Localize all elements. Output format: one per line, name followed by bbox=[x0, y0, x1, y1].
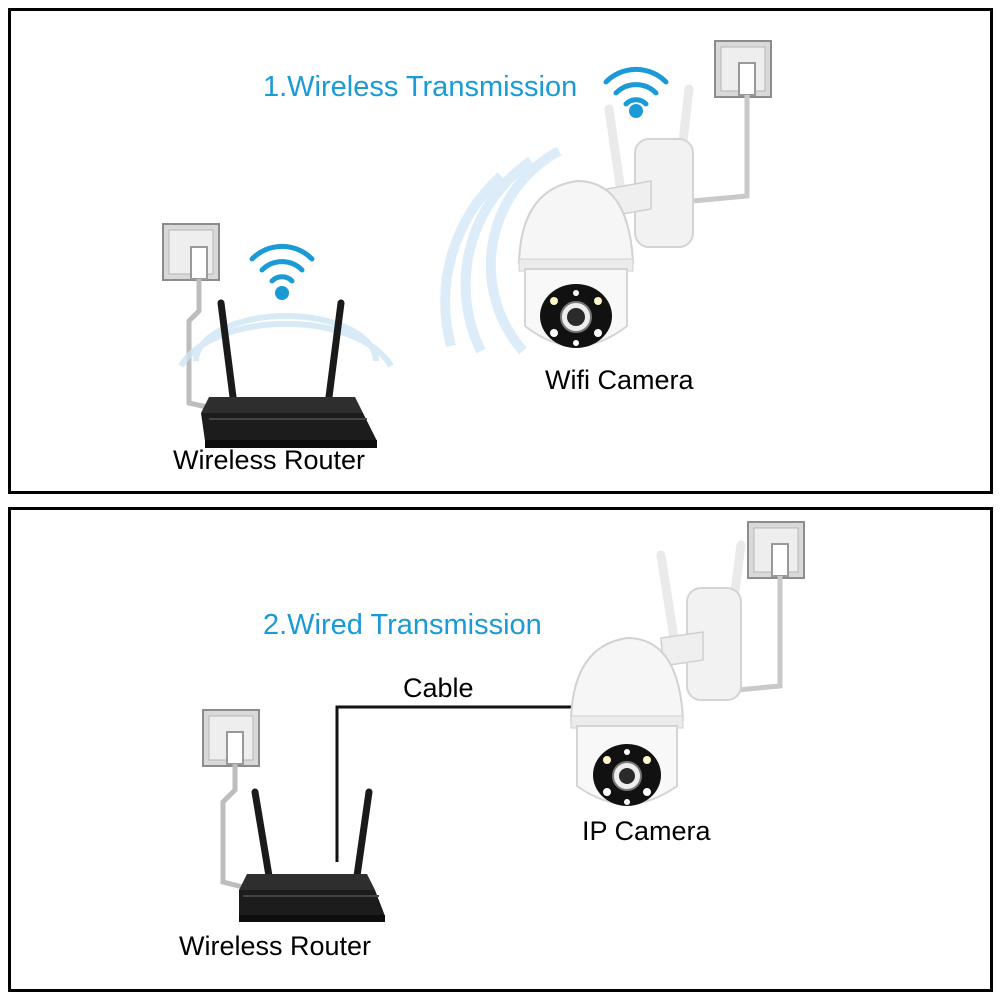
router-icon bbox=[201, 299, 377, 448]
wifi-icon bbox=[603, 66, 669, 118]
wired-transmission-panel: 2.Wired Transmission bbox=[8, 507, 993, 992]
camera-signal-waves bbox=[440, 146, 562, 355]
wireless-transmission-panel: 1.Wireless Transmission bbox=[8, 8, 993, 494]
wired-transmission-title: 2.Wired Transmission bbox=[263, 609, 542, 641]
wifi-camera-label: Wifi Camera bbox=[545, 365, 694, 395]
camera-wall-socket-icon bbox=[692, 40, 772, 204]
router-wall-socket-icon bbox=[162, 223, 220, 410]
wired-panel-router-label: Wireless Router bbox=[179, 931, 372, 961]
router-icon bbox=[239, 788, 385, 922]
router-wall-socket-icon bbox=[202, 709, 260, 891]
cable-label: Cable bbox=[403, 673, 474, 703]
ptz-camera-icon bbox=[569, 540, 746, 806]
ethernet-cable-icon bbox=[335, 705, 573, 862]
camera-wall-socket-icon bbox=[736, 521, 805, 693]
wireless-panel-router-label: Wireless Router bbox=[173, 445, 366, 475]
wireless-transmission-title: 1.Wireless Transmission bbox=[263, 71, 578, 103]
ip-camera-label: IP Camera bbox=[582, 816, 711, 846]
router-wifi-icon bbox=[178, 243, 394, 368]
ptz-camera-icon bbox=[517, 84, 694, 348]
